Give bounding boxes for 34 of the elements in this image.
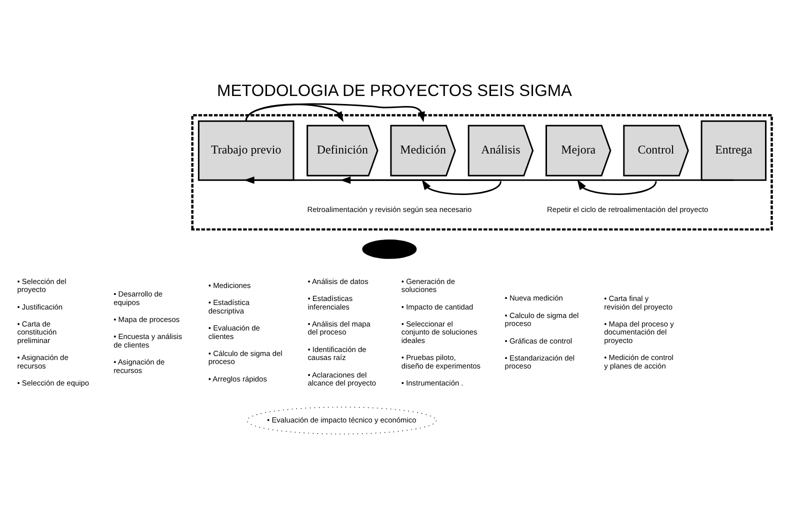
node-label: • Estandarización del proceso bbox=[504, 353, 575, 371]
node-label: • Selección del proyecto bbox=[17, 276, 66, 294]
node-label: • Evaluación de clientes bbox=[208, 324, 260, 341]
node-label: • Análisis del mapa del proceso bbox=[308, 319, 370, 337]
node-label: • Estadísticas inferenciales bbox=[308, 294, 353, 312]
node-label: • Impacto de cantidad bbox=[401, 302, 474, 312]
node-label: • Encuesta y análisis de clientes bbox=[114, 332, 182, 350]
label: Repetir el ciclo de retroalimentación del proyecto bbox=[547, 204, 708, 214]
node-label: • Seleccionar el conjunto de soluciones ideales bbox=[401, 319, 478, 345]
node-label: • Justificación bbox=[17, 302, 63, 312]
node-label: • Calculo de sigma del proceso bbox=[504, 310, 579, 328]
node-label: • Mapa del proceso y documentación del proyecto bbox=[604, 319, 674, 345]
node-label: • Aclaraciones del alcance del proyecto bbox=[308, 370, 376, 388]
node-label: • Mediciones bbox=[208, 281, 251, 290]
node-label: • Asignación de recursos bbox=[17, 353, 68, 370]
node-label: • Estadística descriptiva bbox=[208, 298, 250, 316]
node-label: • Carta final y revisión del proyecto bbox=[604, 294, 672, 312]
node-label: • Pruebas piloto, diseño de experimentos bbox=[401, 353, 481, 370]
diagram-title: METODOLOGIA DE PROYECTOS SEIS SIGMA bbox=[217, 82, 572, 100]
node-label: • Arreglos rápidos bbox=[208, 374, 267, 384]
node-label: • Medición de control y planes de acción bbox=[604, 353, 674, 370]
node-label: • Mapa de procesos bbox=[114, 315, 180, 324]
node-label: • Gráficas de control bbox=[504, 336, 572, 346]
node-label: • Identificación de causas raíz bbox=[308, 344, 366, 362]
node-label: • Cálculo de sigma del proceso bbox=[208, 348, 282, 366]
label: Retroalimentación y revisión según sea necesario bbox=[307, 204, 472, 214]
node-label: • Generación de soluciones bbox=[401, 276, 455, 294]
node-label: • Selección de equipo bbox=[17, 378, 90, 388]
node-label: • Análisis de datos bbox=[308, 276, 368, 286]
node-label: • Instrumentación . bbox=[401, 378, 464, 388]
node-label: • Carta de constitución preliminar bbox=[17, 319, 57, 345]
node-label: • Asignación de recursos bbox=[114, 358, 165, 375]
node-label: • Nueva medición bbox=[504, 294, 563, 303]
node-label: • Desarrollo de equipos bbox=[114, 290, 163, 307]
